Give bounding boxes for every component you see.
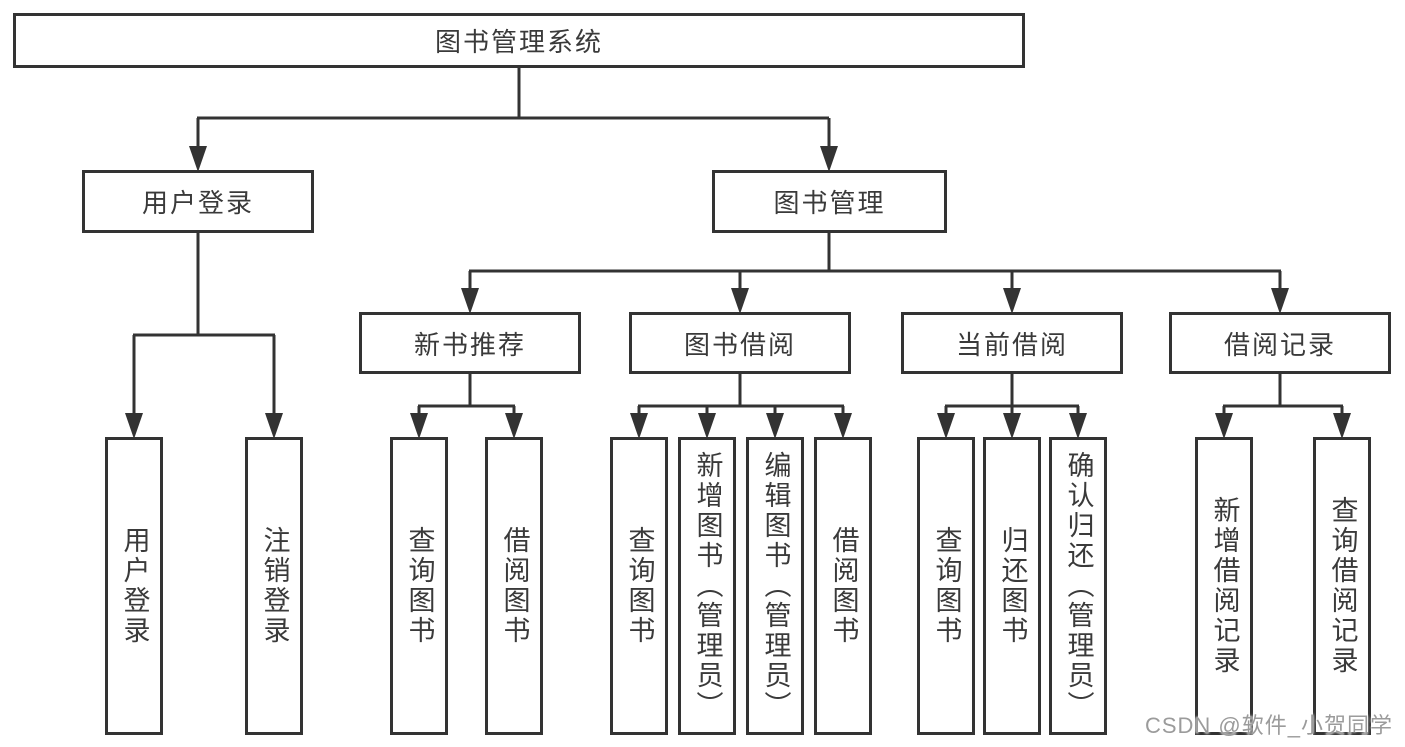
node-label: 注销登录 <box>259 526 290 646</box>
node-library-system: 图书管理系统 <box>13 13 1025 68</box>
node-book-management: 图书管理 <box>712 170 947 233</box>
arrow-down-icon <box>189 146 207 172</box>
leaf-query-books-borrowing: 查询图书 <box>610 437 668 735</box>
leaf-edit-book-admin: 编辑图书（管理员） <box>746 437 804 735</box>
arrow-down-icon <box>937 413 955 439</box>
node-label: 新增图书（管理员） <box>692 451 723 721</box>
node-new-book-recommend: 新书推荐 <box>359 312 581 374</box>
leaf-user-login: 用户登录 <box>105 437 163 735</box>
node-book-borrowing: 图书借阅 <box>629 312 851 374</box>
node-label: 查询借阅记录 <box>1327 496 1358 676</box>
arrow-down-icon <box>1003 288 1021 314</box>
node-label: 当前借阅 <box>955 329 1068 360</box>
node-current-borrowing: 当前借阅 <box>901 312 1123 374</box>
node-label: 新书推荐 <box>413 329 526 360</box>
arrow-down-icon <box>461 288 479 314</box>
leaf-borrow-books: 借阅图书 <box>814 437 872 735</box>
node-label: 图书管理 <box>773 188 886 218</box>
arrow-down-icon <box>630 413 648 439</box>
leaf-query-books-recommend: 查询图书 <box>390 437 448 735</box>
leaf-query-borrow-record: 查询借阅记录 <box>1313 437 1371 735</box>
node-label: 归还图书 <box>997 526 1028 646</box>
node-borrowing-records: 借阅记录 <box>1169 312 1391 374</box>
leaf-confirm-return-admin: 确认归还（管理员） <box>1049 437 1107 735</box>
node-label: 用户登录 <box>119 526 150 646</box>
connector-book-mgmt <box>468 233 1282 292</box>
node-label: 确认归还（管理员） <box>1063 451 1094 721</box>
connector-book-borrow <box>637 374 845 417</box>
node-label: 用户登录 <box>141 188 254 218</box>
node-label: 图书借阅 <box>683 329 796 360</box>
arrow-down-icon <box>834 413 852 439</box>
connector-root <box>196 68 831 150</box>
connector-paths <box>132 68 1344 417</box>
arrow-down-icon <box>265 413 283 439</box>
arrow-down-icon <box>410 413 428 439</box>
watermark: CSDN @软件_小贺同学 <box>1144 713 1393 738</box>
node-label: 编辑图书（管理员） <box>760 451 791 721</box>
node-user-login: 用户登录 <box>82 170 314 233</box>
arrow-down-icon <box>1003 413 1021 439</box>
connector-new-book <box>417 374 516 417</box>
arrow-down-icon <box>766 413 784 439</box>
leaf-logout: 注销登录 <box>245 437 303 735</box>
node-label: 图书管理系统 <box>434 27 603 57</box>
arrow-down-icon <box>820 146 838 172</box>
connector-current-borrow <box>944 374 1080 417</box>
connector-user-login <box>132 233 276 417</box>
arrow-down-icon <box>1333 413 1351 439</box>
node-label: 新增借阅记录 <box>1209 496 1240 676</box>
arrowheads <box>125 146 1351 439</box>
arrow-down-icon <box>505 413 523 439</box>
arrow-down-icon <box>125 413 143 439</box>
node-label: 借阅图书 <box>499 526 530 646</box>
leaf-add-borrow-record: 新增借阅记录 <box>1195 437 1253 735</box>
node-label: 查询图书 <box>624 526 655 646</box>
arrow-down-icon <box>1069 413 1087 439</box>
leaf-return-books: 归还图书 <box>983 437 1041 735</box>
arrow-down-icon <box>731 288 749 314</box>
node-label: 查询图书 <box>931 526 962 646</box>
node-label: 借阅记录 <box>1223 329 1336 360</box>
arrow-down-icon <box>1271 288 1289 314</box>
leaf-add-book-admin: 新增图书（管理员） <box>678 437 736 735</box>
arrow-down-icon <box>698 413 716 439</box>
arrow-down-icon <box>1215 413 1233 439</box>
leaf-borrow-books-recommend: 借阅图书 <box>485 437 543 735</box>
leaf-query-books-current: 查询图书 <box>917 437 975 735</box>
connector-borrow-record <box>1222 374 1344 417</box>
node-label: 查询图书 <box>404 526 435 646</box>
node-label: 借阅图书 <box>828 526 859 646</box>
